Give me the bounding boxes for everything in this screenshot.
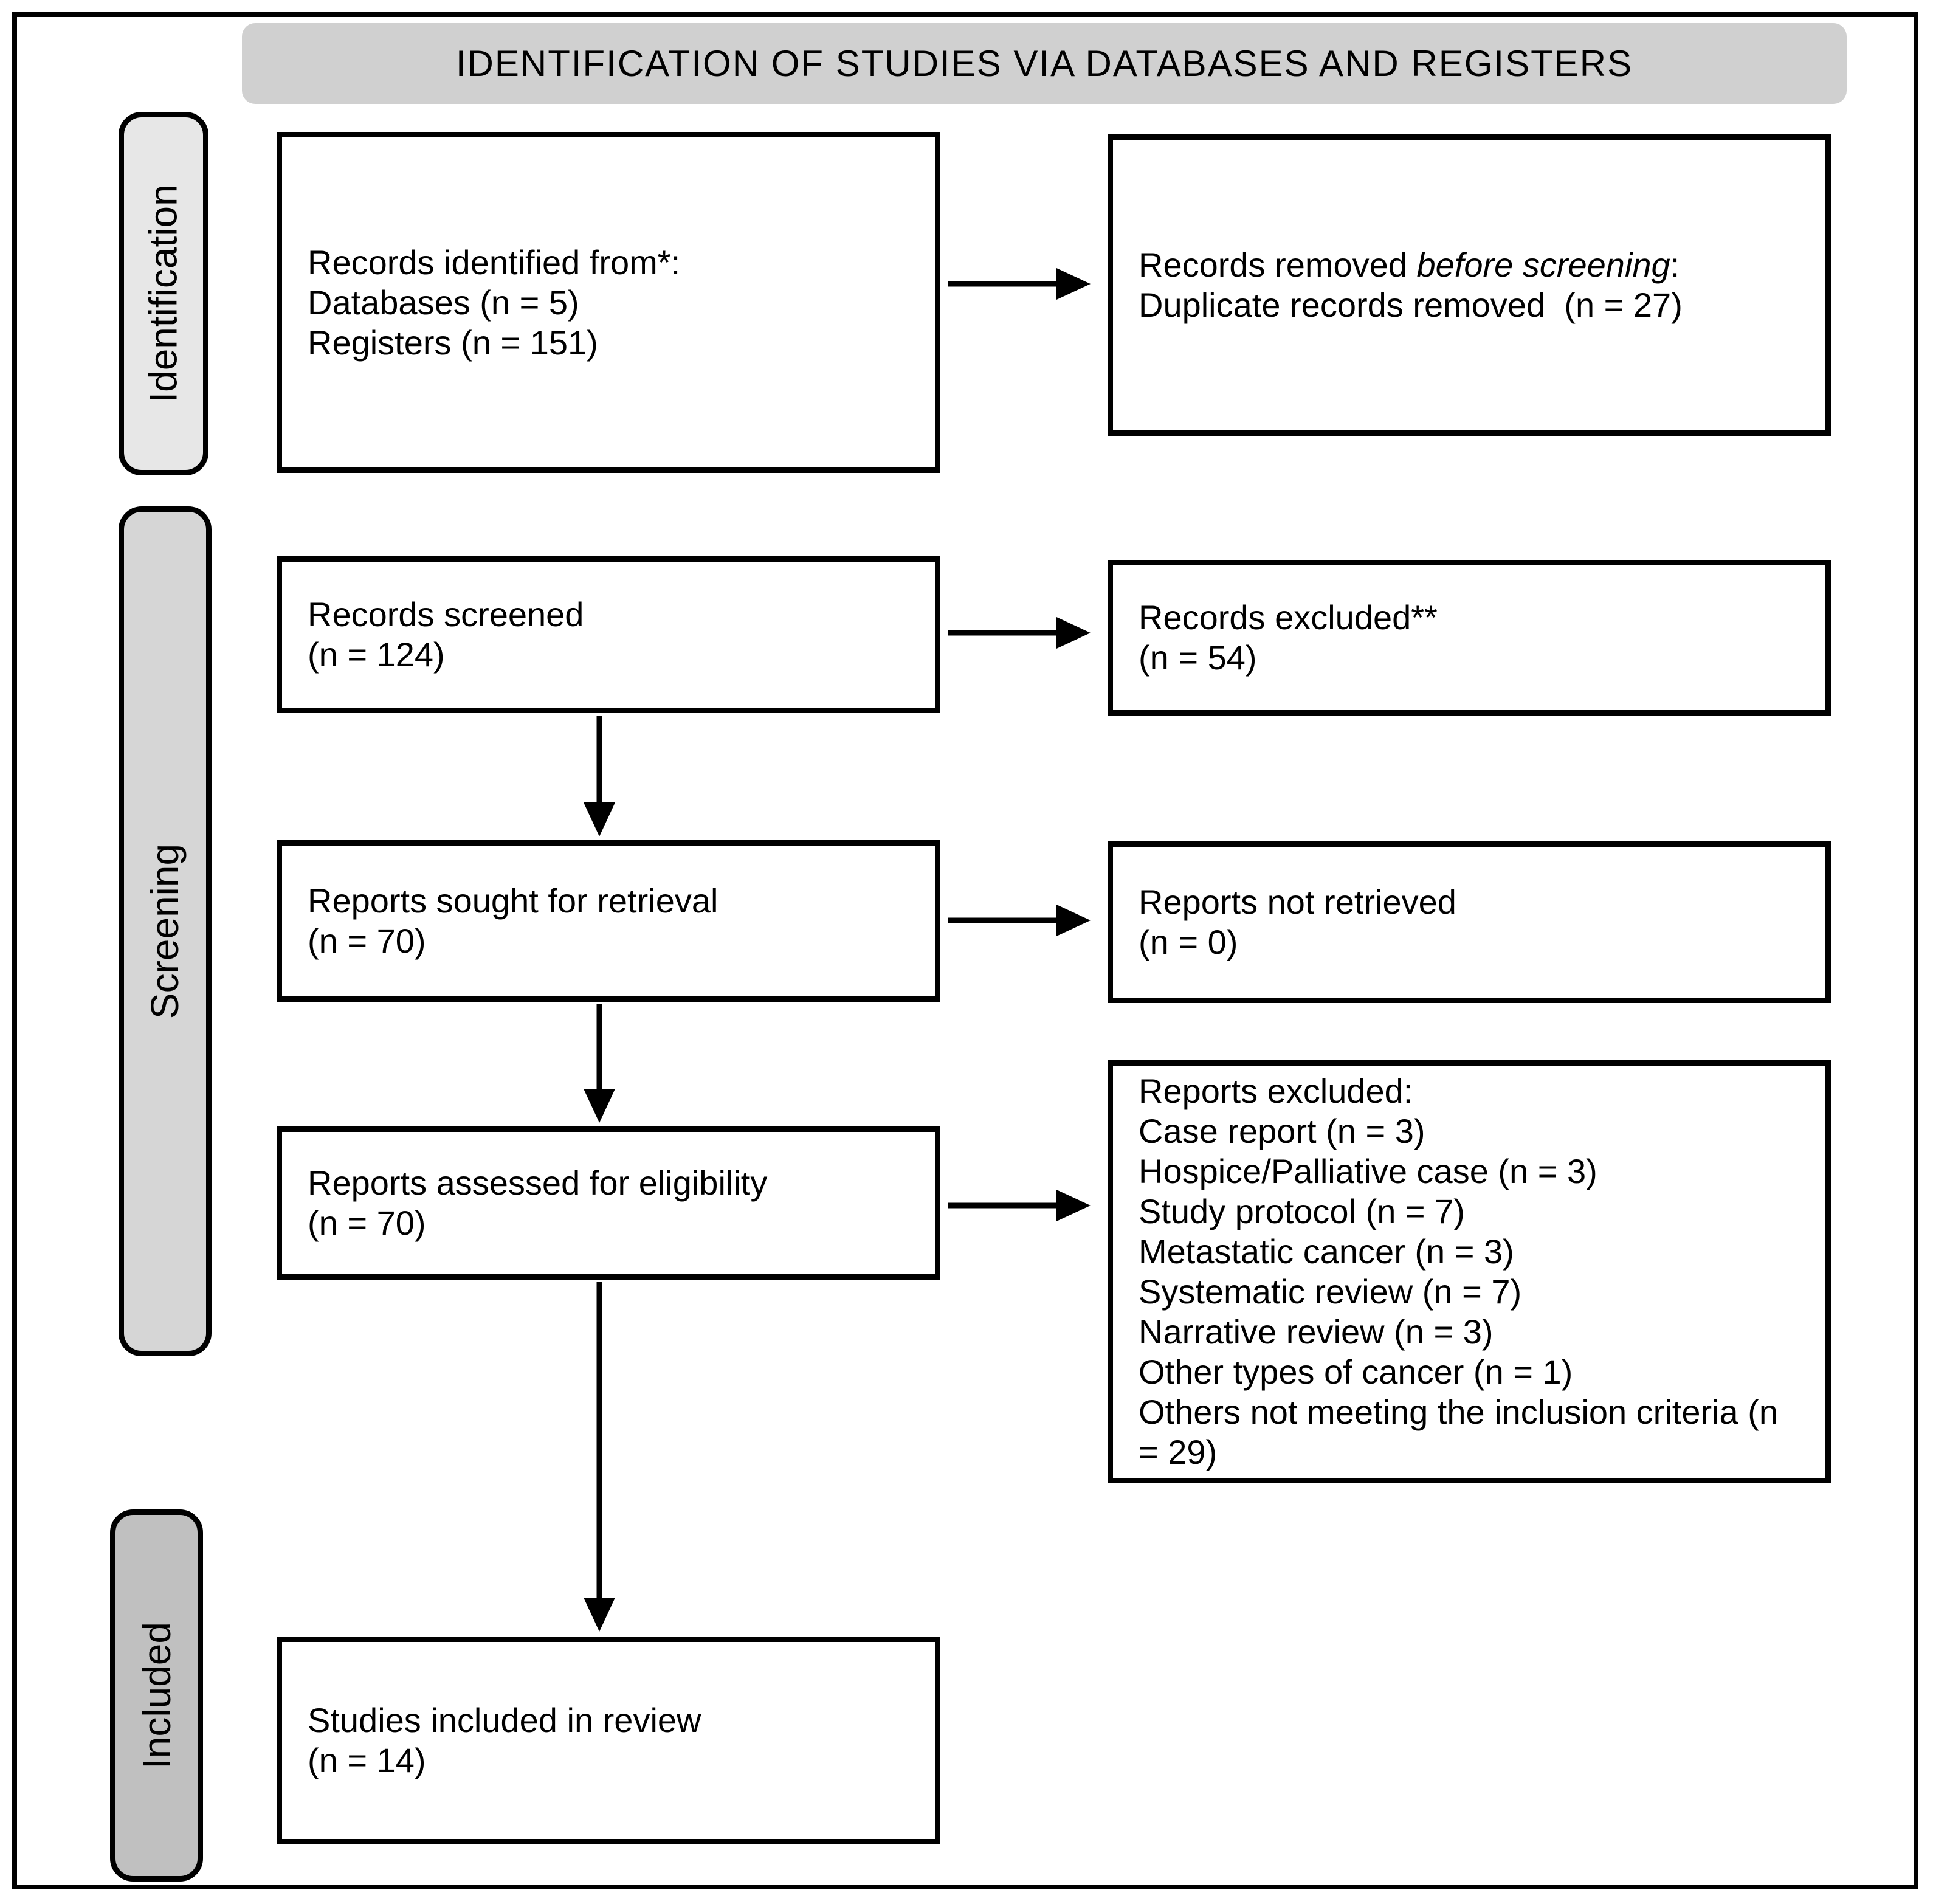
reports-not-retrieved-line-1: Reports not retrieved: [1139, 883, 1456, 921]
records-screened-line-1: Records screened: [308, 595, 584, 633]
diagram-title: IDENTIFICATION OF STUDIES VIA DATABASES …: [455, 43, 1633, 84]
stage-label-identification-text: Identification: [142, 184, 185, 403]
studies-included-line-2: (n = 14): [308, 1741, 426, 1779]
records-excluded-line-2: (n = 54): [1139, 638, 1257, 677]
records-removed-line-1-prefix: Records removed: [1139, 246, 1417, 284]
records-removed-line-1-suffix: :: [1670, 246, 1680, 284]
reports-excluded-header: Reports excluded:: [1139, 1072, 1413, 1110]
reports-excluded-item: Metastatic cancer (n = 3): [1139, 1232, 1514, 1271]
reports-assessed-line-1: Reports assessed for eligibility: [308, 1164, 768, 1202]
reports-excluded-item: Other types of cancer (n = 1): [1139, 1353, 1573, 1391]
box-records-screened: Records screened (n = 124): [277, 556, 940, 713]
box-reports-assessed: Reports assessed for eligibility (n = 70…: [277, 1126, 940, 1280]
reports-excluded-item: Case report (n = 3): [1139, 1112, 1425, 1150]
outer-frame: [12, 12, 1918, 1889]
box-reports-excluded: Reports excluded: Case report (n = 3) Ho…: [1108, 1060, 1831, 1483]
box-records-identified: Records identified from*: Databases (n =…: [277, 132, 940, 473]
stage-label-included: Included: [110, 1509, 203, 1882]
reports-excluded-item: Narrative review (n = 3): [1139, 1312, 1494, 1351]
box-records-excluded: Records excluded** (n = 54): [1108, 560, 1831, 716]
stage-label-identification: Identification: [119, 112, 208, 475]
reports-excluded-item: Hospice/Palliative case (n = 3): [1139, 1152, 1597, 1190]
stage-label-screening-text: Screening: [143, 843, 187, 1019]
box-reports-sought: Reports sought for retrieval (n = 70): [277, 840, 940, 1002]
records-identified-line-1: Records identified from*:: [308, 243, 681, 281]
records-screened-line-2: (n = 124): [308, 635, 445, 674]
box-reports-not-retrieved: Reports not retrieved (n = 0): [1108, 841, 1831, 1003]
stage-label-included-text: Included: [134, 1622, 179, 1769]
reports-excluded-item: Others not meeting the inclusion criteri…: [1139, 1393, 1788, 1471]
reports-sought-line-2: (n = 70): [308, 922, 426, 960]
reports-not-retrieved-line-2: (n = 0): [1139, 923, 1238, 961]
studies-included-line-1: Studies included in review: [308, 1701, 701, 1739]
box-records-removed: Records removed before screening: Duplic…: [1108, 134, 1831, 436]
reports-excluded-item: Study protocol (n = 7): [1139, 1192, 1465, 1230]
box-studies-included: Studies included in review (n = 14): [277, 1637, 940, 1844]
records-removed-line-1: Records removed before screening:: [1139, 245, 1680, 285]
records-excluded-line-1: Records excluded**: [1139, 598, 1438, 636]
records-identified-line-3: Registers (n = 151): [308, 323, 598, 362]
records-identified-line-2: Databases (n = 5): [308, 283, 579, 322]
reports-excluded-item: Systematic review (n = 7): [1139, 1272, 1522, 1311]
diagram-title-bar: IDENTIFICATION OF STUDIES VIA DATABASES …: [242, 23, 1847, 104]
records-removed-line-2: Duplicate records removed (n = 27): [1139, 286, 1683, 324]
reports-assessed-line-2: (n = 70): [308, 1204, 426, 1242]
records-removed-line-1-italic: before screening: [1416, 246, 1670, 284]
reports-sought-line-1: Reports sought for retrieval: [308, 881, 718, 920]
stage-label-screening: Screening: [119, 506, 212, 1356]
